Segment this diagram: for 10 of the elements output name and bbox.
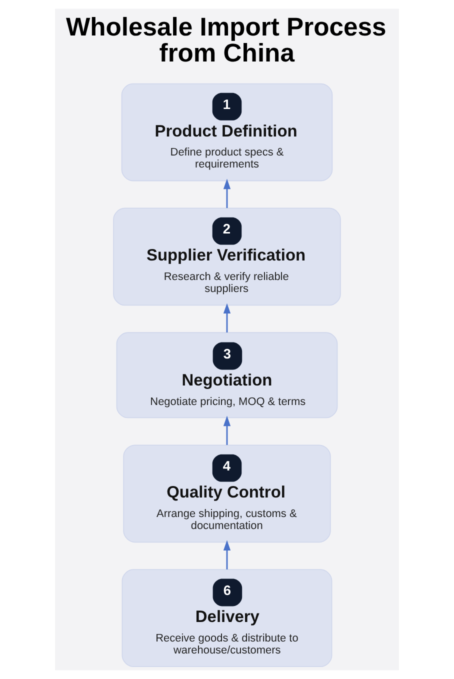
- arrow: [223, 416, 231, 445]
- arrow: [223, 303, 231, 332]
- node-box: 6 Delivery Receive goods & distribute to warehouse/customers: [122, 569, 332, 668]
- arrow: [223, 540, 231, 570]
- node-box: 1 Product Definition Define product specs & requirements: [121, 83, 333, 182]
- node-box: 3 Negotiation Negotiate pricing, MOQ & terms: [116, 332, 338, 418]
- node-box: 2 Supplier Verification Research & verify reliable suppliers: [113, 208, 341, 306]
- node-box: 4 Quality Control Arrange shipping, customs & documentation: [123, 444, 331, 543]
- diagram-title: Wholesale Import Process from China: [66, 14, 386, 68]
- arrow: [223, 178, 231, 208]
